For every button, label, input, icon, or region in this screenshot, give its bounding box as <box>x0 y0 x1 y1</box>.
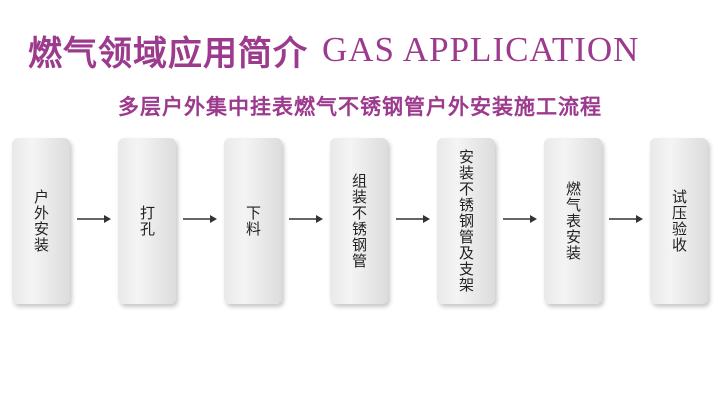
flow-step-label: 户外安装 <box>32 189 50 253</box>
process-subtitle: 多层户外集中挂表燃气不锈钢管户外安装施工流程 <box>118 95 602 119</box>
flow-step-3: 下料 <box>224 138 282 304</box>
flow-step-5: 安装不锈钢管及支架 <box>437 138 495 304</box>
right-arrow-icon <box>502 213 538 225</box>
flow-step-label: 组装不锈钢管 <box>350 173 368 269</box>
flow-step-label: 试压验收 <box>670 189 688 253</box>
flow-step-4: 组装不锈钢管 <box>330 138 388 304</box>
right-arrow-icon <box>395 213 431 225</box>
flow-step-6: 燃气表安装 <box>544 138 602 304</box>
flow-step-label: 打孔 <box>138 205 156 237</box>
flow-step-2: 打孔 <box>118 138 176 304</box>
flow-step-label: 燃气表安装 <box>564 181 582 261</box>
right-arrow-icon <box>608 213 644 225</box>
flow-step-label: 下料 <box>244 205 262 237</box>
flow-step-7: 试压验收 <box>650 138 708 304</box>
flow-step-1: 户外安装 <box>12 138 70 304</box>
flow-step-label: 安装不锈钢管及支架 <box>457 149 475 293</box>
right-arrow-icon <box>288 213 324 225</box>
right-arrow-icon <box>76 213 112 225</box>
page-title: 燃气领域应用简介 <box>28 33 308 74</box>
right-arrow-icon <box>182 213 218 225</box>
page-title-english: GAS APPLICATION <box>322 30 640 69</box>
header: 燃气领域应用简介 GAS APPLICATION <box>28 24 639 76</box>
